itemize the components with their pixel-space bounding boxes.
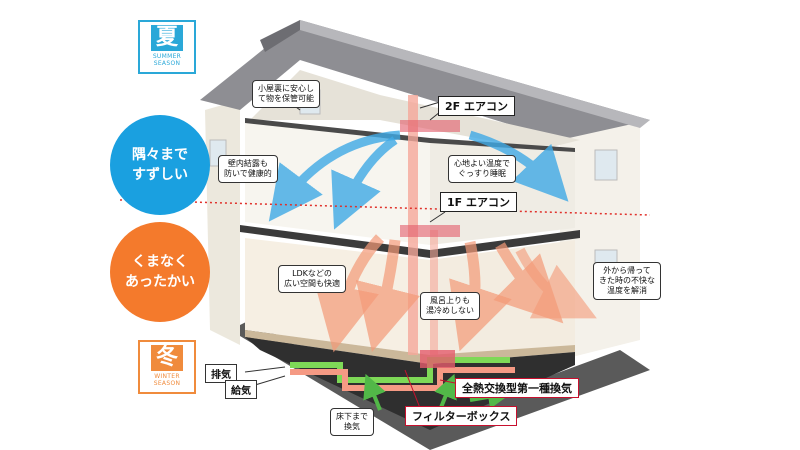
underfloor-airflow-arrow — [434, 373, 457, 411]
underfloor-airflow-arrow — [363, 373, 386, 411]
label-supply: 給気 — [225, 380, 257, 399]
cool-airflow-arrow — [331, 136, 398, 230]
season-divider — [119, 199, 651, 216]
exhaust-duct — [290, 367, 515, 391]
ac-unit-1f — [400, 225, 460, 237]
summer-season-text: SUMMER SEASON — [152, 53, 182, 67]
label-exhaust: 排気 — [205, 364, 237, 383]
label-ventilation: 全熱交換型第一種換気 — [455, 378, 579, 398]
summer-kanji: 夏 — [151, 25, 183, 51]
cool-badge: 隅々まで すずしい — [110, 115, 210, 215]
left-wall — [205, 100, 240, 345]
cool-airflow-arrow — [468, 130, 569, 202]
summer-season-badge: 夏 SUMMER SEASON — [138, 20, 196, 74]
label-2f-ac: 2F エアコン — [438, 96, 515, 116]
ac-unit-2f — [400, 120, 460, 132]
note-bath: 風呂上りも 湯冷めしない — [420, 292, 480, 320]
ventilation-unit — [420, 350, 455, 368]
note-condensation: 壁内結露も 防いで健康的 — [218, 155, 278, 183]
warm-airflow-arrow — [314, 234, 385, 353]
floor-1f — [245, 330, 575, 364]
winter-season-text: WINTER SEASON — [153, 373, 181, 387]
window — [594, 149, 618, 181]
warm-badge: くまなく あったかい — [110, 222, 210, 322]
cool-airflow-arrow — [268, 130, 401, 222]
note-return-home: 外から帰って きた時の不快な 温度を解消 — [593, 262, 661, 300]
label-1f-ac: 1F エアコン — [440, 192, 517, 212]
winter-kanji: 冬 — [151, 345, 183, 371]
warm-airflow-arrow — [355, 239, 421, 353]
note-sleep: 心地よい温度で ぐっすり睡眠 — [448, 155, 516, 183]
roof — [200, 20, 650, 140]
warm-airflow-arrow — [515, 247, 597, 319]
winter-season-badge: 冬 WINTER SEASON — [138, 340, 196, 394]
note-underfloor: 床下まで 換気 — [330, 408, 374, 436]
note-ldk: LDKなどの 広い空間も快適 — [278, 265, 346, 293]
note-attic: 小屋裏に安心し て物を保管可能 — [252, 80, 320, 108]
label-filter-box: フィルターボックス — [405, 406, 518, 426]
